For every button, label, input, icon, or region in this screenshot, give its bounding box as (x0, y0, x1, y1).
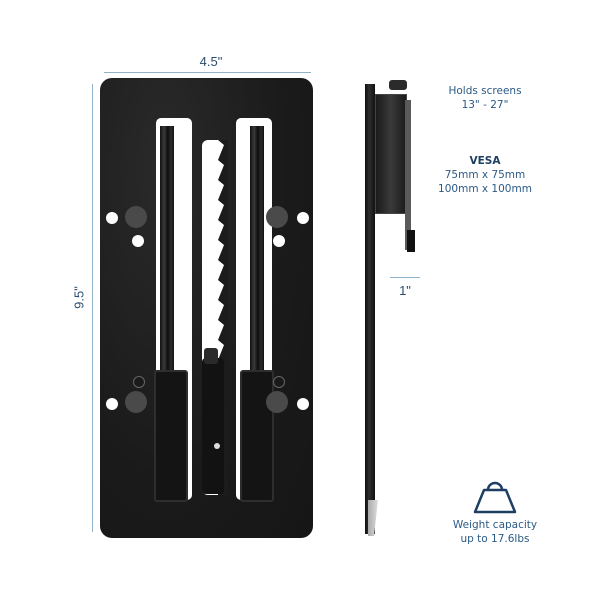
side-bracket (375, 94, 407, 214)
weight-icon (473, 481, 517, 514)
mount-side-view (365, 80, 425, 540)
vesa-line1: 75mm x 75mm (444, 169, 526, 181)
lower-left-small-hole (133, 376, 145, 388)
side-clip (407, 230, 415, 252)
latch-knob (204, 348, 218, 364)
upper-left-lower-hole (132, 235, 144, 247)
screen-size-line2: 13" - 27" (461, 99, 509, 111)
side-knob (389, 80, 407, 90)
mount-plate-front (100, 78, 313, 538)
width-dimension-label: 4.5" (199, 54, 223, 69)
side-plate (365, 84, 375, 534)
lower-left-hole (106, 398, 118, 410)
depth-dimension-label: 1" (399, 283, 411, 298)
weight-callout: Weight capacity up to 17.6lbs (440, 480, 550, 546)
weight-line2: up to 17.6lbs (460, 533, 530, 545)
center-latch (202, 358, 224, 494)
height-dimension-line (92, 84, 93, 532)
lower-right-small-hole (273, 376, 285, 388)
upper-left-cap (125, 206, 147, 228)
screen-size-callout: Holds screens 13" - 27" (430, 84, 540, 112)
latch-pin (214, 443, 220, 449)
vesa-callout: VESA 75mm x 75mm 100mm x 100mm (425, 154, 545, 196)
screen-size-line1: Holds screens (448, 85, 522, 97)
upper-right-hole (297, 212, 309, 224)
weight-line1: Weight capacity (452, 519, 538, 531)
vesa-line2: 100mm x 100mm (438, 183, 532, 195)
depth-dimension-line (390, 277, 420, 278)
right-slider-block (240, 370, 274, 502)
side-rail (405, 100, 411, 250)
upper-right-cap (266, 206, 288, 228)
lower-right-cap (266, 391, 288, 413)
side-plate-tip (368, 500, 378, 536)
lower-left-cap (125, 391, 147, 413)
vesa-title: VESA (469, 155, 501, 167)
lower-right-hole (297, 398, 309, 410)
upper-left-hole (106, 212, 118, 224)
height-dimension-label: 9.5" (71, 286, 87, 309)
width-dimension-line (104, 72, 311, 73)
left-slider-block (154, 370, 188, 502)
ratchet-teeth (218, 140, 228, 495)
upper-right-lower-hole (273, 235, 285, 247)
